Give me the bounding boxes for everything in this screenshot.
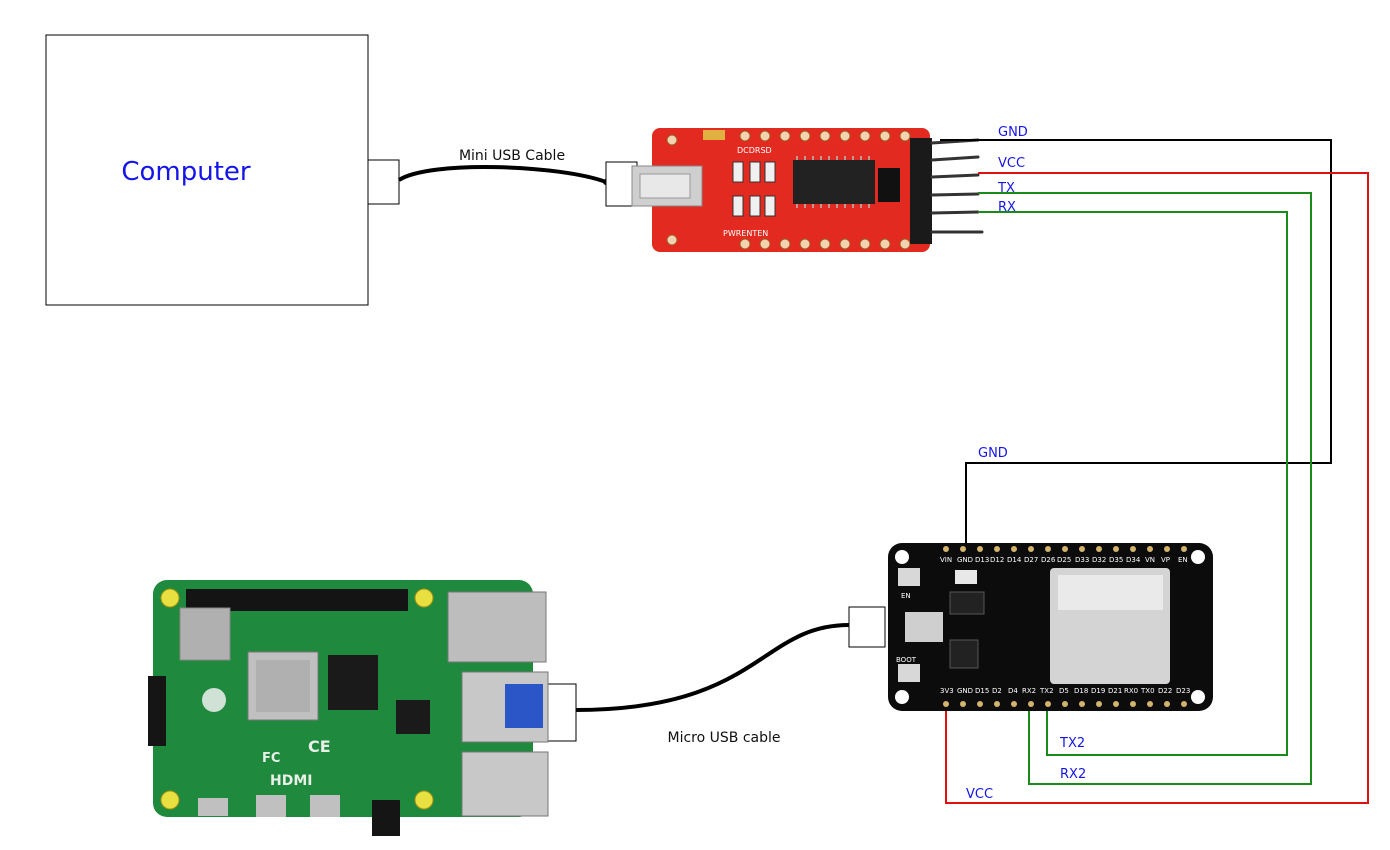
computer-usb-port [367, 159, 400, 205]
computer-label: Computer [121, 157, 251, 187]
svg-text:D27: D27 [1024, 556, 1038, 564]
svg-text:D21: D21 [1108, 687, 1122, 695]
svg-text:D33: D33 [1075, 556, 1089, 564]
svg-text:D4: D4 [1008, 687, 1018, 695]
pi-hdmi-text: HDMI [270, 773, 312, 789]
gnd-wire [940, 139, 1332, 545]
svg-text:D25: D25 [1057, 556, 1071, 564]
svg-text:D18: D18 [1074, 687, 1088, 695]
tx-wire [978, 192, 1312, 785]
svg-text:TX2: TX2 [1039, 687, 1054, 695]
svg-text:D35: D35 [1109, 556, 1123, 564]
svg-text:D34: D34 [1126, 556, 1141, 564]
svg-text:TX0: TX0 [1140, 687, 1155, 695]
svg-text:VIN: VIN [940, 556, 952, 564]
svg-text:GND: GND [957, 556, 973, 564]
micro-usb-cable: Micro USB cable [540, 606, 886, 746]
esp32-en-button [898, 568, 920, 586]
pi-fc-text: FC [262, 751, 280, 766]
vcc-wire [945, 172, 1369, 804]
esp32-boot-button [898, 664, 920, 682]
ftdi-silk-dcdrsd: DCDRSD [737, 146, 772, 155]
computer-box: Computer [45, 34, 400, 306]
esp32-rx2-label: RX2 [1060, 767, 1086, 782]
ftdi-board: DCDRSD PWRENTEN [631, 128, 932, 252]
esp32-wire-labels: GND TX2 RX2 VCC [966, 446, 1086, 802]
svg-text:RX0: RX0 [1124, 687, 1138, 695]
svg-text:3V3: 3V3 [940, 687, 954, 695]
svg-text:EN: EN [901, 592, 911, 600]
svg-text:D14: D14 [1007, 556, 1022, 564]
svg-text:D22: D22 [1158, 687, 1172, 695]
svg-text:VN: VN [1145, 556, 1155, 564]
esp32-tx2-label: TX2 [1059, 736, 1085, 751]
svg-text:D26: D26 [1041, 556, 1056, 564]
wires [940, 139, 1369, 804]
svg-text:D12: D12 [990, 556, 1004, 564]
esp32-usb-port [848, 606, 886, 648]
svg-text:EN: EN [1178, 556, 1188, 564]
svg-text:VP: VP [1161, 556, 1170, 564]
esp32-gnd-label: GND [978, 446, 1008, 461]
svg-text:D2: D2 [992, 687, 1002, 695]
svg-text:D32: D32 [1092, 556, 1106, 564]
svg-text:D15: D15 [975, 687, 989, 695]
pi-ce-text: CE [308, 737, 331, 756]
svg-text:D23: D23 [1176, 687, 1190, 695]
svg-text:BOOT: BOOT [896, 656, 917, 664]
micro-usb-cable-label: Micro USB cable [668, 730, 781, 746]
raspberry-pi-board: HDMI CE FC [148, 580, 549, 836]
svg-text:RX2: RX2 [1022, 687, 1036, 695]
ftdi-pin-labels: GND VCC TX RX [997, 125, 1028, 215]
svg-text:GND: GND [957, 687, 973, 695]
rx-wire [978, 211, 1288, 756]
svg-text:D5: D5 [1059, 687, 1069, 695]
mini-usb-cable: Mini USB Cable [397, 148, 638, 207]
mini-usb-cable-label: Mini USB Cable [459, 148, 565, 164]
ftdi-pin-vcc-label: VCC [998, 156, 1025, 171]
svg-text:D19: D19 [1091, 687, 1105, 695]
ftdi-pin-gnd-label: GND [998, 125, 1028, 140]
ftdi-silk-pwrenten: PWRENTEN [723, 229, 768, 238]
svg-text:D13: D13 [975, 556, 989, 564]
ftdi-header-pins [930, 138, 984, 234]
esp32-vcc-label: VCC [966, 787, 993, 802]
